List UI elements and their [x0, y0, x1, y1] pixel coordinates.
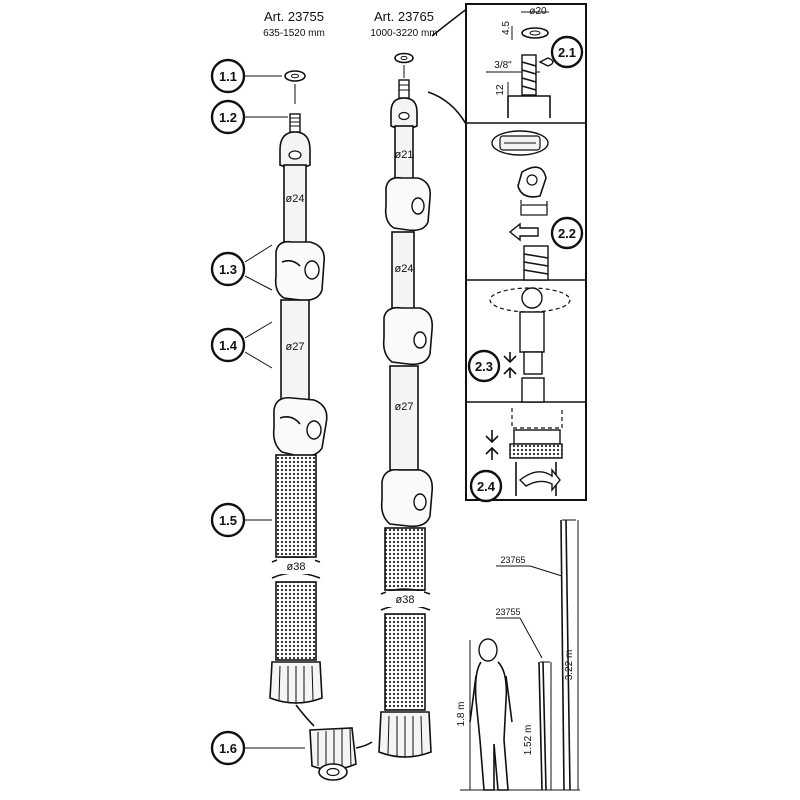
- step-2-2-illustration: 2.2: [491, 130, 584, 281]
- model-header-23755: Art. 23755 635-1520 mm: [263, 9, 325, 39]
- diameter-label: ø27: [395, 401, 414, 413]
- screw-thread: [289, 113, 301, 133]
- svg-text:1.6: 1.6: [219, 741, 237, 756]
- diameter-label: ø38: [287, 561, 306, 573]
- long-height-label: 3.22 m: [564, 650, 575, 681]
- diameter-label: ø24: [286, 193, 305, 205]
- svg-text:1.3: 1.3: [219, 262, 237, 277]
- dim-thread: 3/8": [494, 60, 512, 71]
- svg-text:2.3: 2.3: [475, 359, 493, 374]
- callout-1-3: 1.3: [210, 244, 273, 291]
- label-23755: 23755: [495, 607, 520, 617]
- person-height-label: 1.8 m: [456, 701, 467, 726]
- dim-diameter: ø20: [529, 6, 547, 17]
- diameter-label: ø21: [395, 149, 414, 161]
- diameter-label: ø38: [396, 594, 415, 606]
- callout-1-6: 1.6: [210, 730, 305, 766]
- model-range-23765: 1000-3220 mm: [370, 28, 437, 39]
- step-2-1-illustration: 4.5 ø20 3/8" 12 2.1: [486, 6, 584, 118]
- model-art-23755: Art. 23755: [264, 9, 324, 24]
- step-2-3-illustration: 2.3: [467, 287, 571, 403]
- step-badge-2-1: 2.1: [550, 35, 584, 69]
- person-silhouette: [469, 638, 513, 791]
- step-badge-2-2: 2.2: [550, 216, 584, 250]
- svg-text:1.1: 1.1: [219, 69, 237, 84]
- callout-1-2: 1.2: [210, 99, 288, 135]
- step-2-4-illustration: 2.4: [469, 408, 563, 503]
- svg-text:2.4: 2.4: [477, 479, 496, 494]
- model-range-23755: 635-1520 mm: [263, 28, 325, 39]
- diameter-label: ø27: [286, 341, 305, 353]
- diameter-label: ø24: [395, 263, 414, 275]
- step-badge-2-4: 2.4: [469, 469, 503, 503]
- svg-text:1.2: 1.2: [219, 110, 237, 125]
- dim-height: 4.5: [501, 21, 512, 35]
- svg-text:1.4: 1.4: [219, 338, 238, 353]
- svg-text:2.2: 2.2: [558, 226, 576, 241]
- pole-23755: [269, 70, 373, 781]
- model-header-23765: Art. 23765 1000-3220 mm: [370, 9, 437, 39]
- step-badge-2-3: 2.3: [467, 349, 501, 383]
- model-art-23765: Art. 23765: [374, 9, 434, 24]
- callout-1-4: 1.4: [210, 321, 273, 369]
- svg-text:2.1: 2.1: [558, 45, 576, 60]
- pole-23765: [378, 52, 434, 758]
- callout-1-5: 1.5: [210, 502, 272, 538]
- callout-1-1: 1.1: [210, 58, 282, 94]
- dim-length: 12: [495, 84, 506, 96]
- short-height-label: 1.52 m: [523, 725, 534, 756]
- assembly-steps-panel: 4.5 ø20 3/8" 12 2.1: [465, 3, 587, 503]
- label-23765: 23765: [500, 555, 525, 565]
- svg-text:1.5: 1.5: [219, 513, 237, 528]
- height-comparison: 3.22 m 23765 1.52 m 23755 1.8 m: [456, 519, 580, 791]
